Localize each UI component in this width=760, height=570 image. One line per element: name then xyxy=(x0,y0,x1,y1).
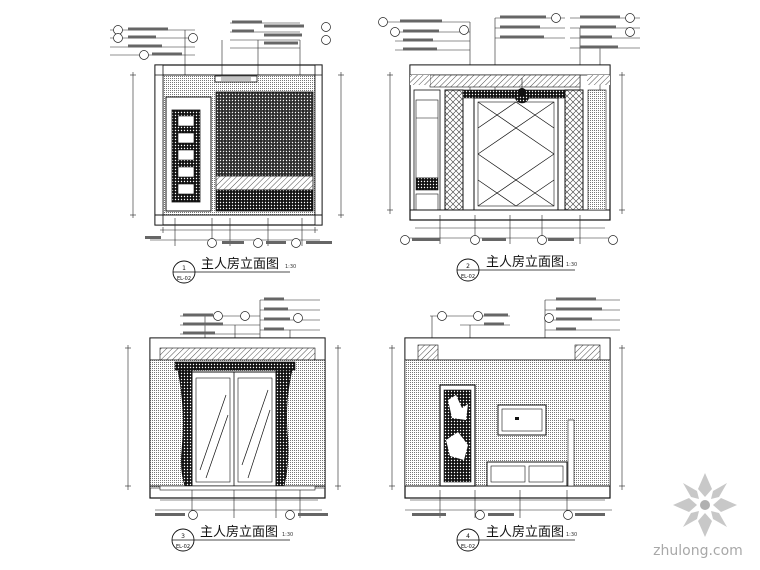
bubble-number: 2 xyxy=(466,263,470,270)
zhulong-logo-icon xyxy=(673,473,737,537)
bubble-number: 3 xyxy=(181,533,185,540)
dimensions xyxy=(130,72,344,246)
headboard xyxy=(215,175,314,191)
drawing-title-4: 4 EL-02 主人房立面图 1:30 xyxy=(456,524,577,552)
callout-text-4 xyxy=(484,297,602,331)
pilaster-right xyxy=(564,89,584,211)
drawing-title: 主人房立面图 xyxy=(486,254,564,270)
bubble-number: 1 xyxy=(182,265,186,272)
dimensions xyxy=(389,345,625,518)
elevation-2: 2 EL-02 主人房立面图 1:30 xyxy=(378,13,640,282)
pilaster-left xyxy=(444,89,464,211)
callout-bubbles-bottom xyxy=(400,235,618,245)
ac-vent xyxy=(214,75,258,83)
callout-text-bottom xyxy=(155,513,328,516)
callout-bubbles xyxy=(213,311,303,323)
drawing-scale: 1:30 xyxy=(566,262,577,268)
callout-bubbles xyxy=(437,311,554,323)
callout-bubbles xyxy=(378,13,635,37)
watermark: zhulong.com xyxy=(653,473,743,559)
callout-bubbles-bottom xyxy=(475,510,573,520)
elevation-3: 3 EL-02 主人房立面图 1:30 xyxy=(125,297,341,552)
callout-text-bottom xyxy=(145,236,332,244)
callout-bubbles xyxy=(113,22,331,60)
callout-text-2 xyxy=(400,15,620,51)
dimensions xyxy=(125,345,341,518)
elevation-1: 1 EL-02 主人房立面图 1:30 xyxy=(110,20,344,284)
callout-bubbles-bottom xyxy=(207,238,301,248)
bubble-sheet: EL-02 xyxy=(177,276,191,282)
drawing-title: 主人房立面图 xyxy=(200,524,278,540)
callout-text-bottom xyxy=(412,513,605,516)
drawing-title: 主人房立面图 xyxy=(486,524,564,540)
elevation-4: 4 EL-02 主人房立面图 1:30 xyxy=(389,297,625,552)
drawing-scale: 1:30 xyxy=(285,264,296,270)
curtain-pelmet xyxy=(174,361,296,371)
drawing-title-2: 2 EL-02 主人房立面图 1:30 xyxy=(456,254,577,282)
mirror-panel xyxy=(473,97,559,211)
callout-text-1 xyxy=(128,20,304,56)
drawing-title: 主人房立面图 xyxy=(201,256,279,272)
drawing-title-1: 1 EL-02 主人房立面图 1:30 xyxy=(172,256,296,284)
drawing-scale: 1:30 xyxy=(566,532,577,538)
curtain-right xyxy=(275,369,293,487)
bubble-sheet: EL-02 xyxy=(461,274,475,280)
bubble-number: 4 xyxy=(466,533,470,540)
chandelier xyxy=(514,78,530,104)
callout-text-3 xyxy=(183,297,290,335)
drawing-scale: 1:30 xyxy=(282,532,293,538)
bubble-sheet: EL-02 xyxy=(176,544,190,550)
watermark-text: zhulong.com xyxy=(653,543,743,559)
tv-cabinet xyxy=(486,461,568,487)
callout-bubbles-bottom xyxy=(188,510,295,520)
callout-text-bottom xyxy=(412,238,574,241)
bubble-sheet: EL-02 xyxy=(461,544,475,550)
drawing-title-3: 3 EL-02 主人房立面图 1:30 xyxy=(171,524,293,552)
